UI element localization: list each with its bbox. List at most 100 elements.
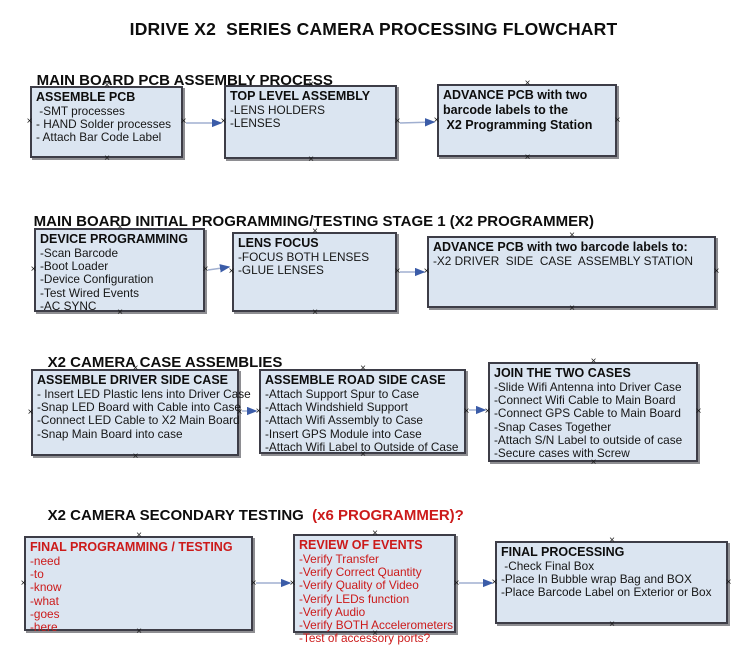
box-title: TOP LEVEL ASSEMBLY: [230, 89, 371, 103]
box-item: -here: [30, 620, 58, 635]
anchor-x-icon: [227, 267, 236, 276]
box-item: -Attach Wifi Assembly to Case: [265, 413, 423, 428]
anchor-x-icon: [25, 117, 34, 126]
anchor-x-icon: [462, 407, 471, 416]
box-item: -Secure cases with Screw: [494, 446, 630, 461]
anchor-x-icon: [523, 79, 532, 88]
box-title: REVIEW OF EVENTS: [299, 538, 423, 552]
box-item: -Verify Transfer: [299, 552, 379, 566]
box-title: FINAL PROGRAMMING / TESTING: [30, 540, 233, 554]
anchor-x-icon: [393, 267, 402, 276]
anchor-x-icon: [490, 578, 499, 587]
anchor-x-icon: [131, 452, 140, 461]
box-item: -Attach Windshield Support: [265, 400, 408, 415]
box-item: -what: [30, 593, 59, 608]
flow-box-advance-pcb-programming-station: ADVANCE PCB with two barcode labels to t…: [437, 84, 617, 157]
anchor-x-icon: [523, 153, 532, 162]
box-item: -Connect Wifi Cable to Main Board: [494, 393, 676, 408]
box-item: -LENSES: [230, 116, 281, 131]
box-item: -SMT processes: [36, 104, 125, 118]
anchor-x-icon: [359, 364, 368, 373]
anchor-x-icon: [694, 407, 703, 416]
heading-text: X2 CAMERA SECONDARY TESTING: [47, 507, 313, 524]
anchor-x-icon: [608, 620, 617, 629]
anchor-x-icon: [179, 117, 188, 126]
box-item: -Verify Audio: [299, 604, 366, 619]
anchor-x-icon: [307, 155, 316, 164]
anchor-x-icon: [103, 154, 112, 163]
box-item: -GLUE LENSES: [238, 263, 324, 278]
box-item: - Insert LED Plastic lens into Driver Ca…: [37, 387, 251, 401]
anchor-x-icon: [608, 536, 617, 545]
flow-arrow: [207, 264, 231, 273]
box-item: -Verify Correct Quantity: [299, 565, 422, 580]
flow-box-join-the-two-cases: JOIN THE TWO CASES -Slide Wifi Antenna i…: [488, 362, 698, 462]
box-item: - Attach Bar Code Label: [36, 130, 162, 145]
box-item: -Attach Wifi Label to Outside of Case: [265, 439, 459, 454]
anchor-x-icon: [29, 265, 38, 274]
box-item: -Attach S/N Label to outside of case: [494, 432, 683, 447]
box-item: -know: [30, 580, 62, 595]
heading-text: X2 CAMERA CASE ASSEMBLIES: [47, 354, 283, 371]
box-item: -Attach Support Spur to Case: [265, 387, 420, 401]
flow-box-assemble-driver-side-case: ASSEMBLE DRIVER SIDE CASE - Insert LED P…: [31, 369, 251, 456]
heading-text: MAIN BOARD INITIAL PROGRAMMING/TESTING S…: [33, 213, 594, 230]
box-item: -Verify Quality of Video: [299, 578, 419, 593]
box-item: -FOCUS BOTH LENSES: [238, 250, 370, 264]
anchor-x-icon: [712, 267, 721, 276]
box-item: -Place In Bubble wrap Bag and BOX: [501, 572, 692, 587]
heading-initial-programming-stage1: MAIN BOARD INITIAL PROGRAMMING/TESTING S…: [17, 196, 594, 247]
box-item: -to: [30, 567, 44, 582]
flow-box-top-level-assembly: TOP LEVEL ASSEMBLY -LENS HOLDERS -LENSES: [224, 85, 397, 159]
heading-camera-case-assemblies: X2 CAMERA CASE ASSEMBLIES: [31, 337, 283, 388]
heading-secondary-testing: X2 CAMERA SECONDARY TESTING (x6 PROGRAMM…: [31, 490, 464, 541]
flow-box-device-programming: DEVICE PROGRAMMING -Scan Barcode -Boot L…: [34, 228, 205, 313]
box-item: -Snap Cases Together: [494, 419, 612, 434]
flow-box-final-processing: FINAL PROCESSING -Check Final Box -Place…: [495, 541, 728, 624]
box-title: DEVICE PROGRAMMING: [40, 232, 188, 246]
box-title: LENS FOCUS: [238, 236, 319, 250]
box-item: -Connect GPS Cable to Main Board: [494, 406, 681, 421]
anchor-x-icon: [201, 265, 210, 274]
box-title: ASSEMBLE DRIVER SIDE CASE: [37, 373, 229, 387]
anchor-x-icon: [568, 304, 577, 313]
anchor-x-icon: [432, 116, 441, 125]
box-item: -Boot Loader: [40, 259, 109, 274]
anchor-x-icon: [288, 579, 297, 588]
anchor-x-icon: [249, 579, 258, 588]
box-item: - HAND Solder processes: [36, 117, 172, 132]
flow-box-review-of-events: REVIEW OF EVENTS -Verify Transfer -Verif…: [293, 534, 456, 645]
box-title: ADVANCE PCB with two barcode labels to t…: [443, 88, 593, 132]
anchor-x-icon: [26, 408, 35, 417]
anchor-x-icon: [422, 267, 431, 276]
box-title: FINAL PROCESSING: [501, 545, 625, 559]
box-item: -Check Final Box: [501, 559, 595, 573]
heading-text: MAIN BOARD PCB ASSEMBLY PROCESS: [36, 72, 333, 89]
box-item: -goes: [30, 606, 60, 621]
box-title: ASSEMBLE ROAD SIDE CASE: [265, 373, 446, 387]
flow-box-assemble-road-side-case: ASSEMBLE ROAD SIDE CASE -Attach Support …: [259, 369, 466, 454]
box-item: -Snap Main Board into case: [37, 426, 183, 441]
anchor-x-icon: [483, 407, 492, 416]
flow-box-lens-focus: LENS FOCUS -FOCUS BOTH LENSES -GLUE LENS…: [232, 232, 397, 312]
box-item: -Verify BOTH Accelerometers: [299, 618, 454, 633]
box-title: ADVANCE PCB with two barcode labels to:: [433, 240, 688, 254]
heading-accent-text: (x6 PROGRAMMER)?: [312, 507, 464, 524]
page-title: IDRIVE X2 SERIES CAMERA PROCESSING FLOWC…: [129, 19, 618, 39]
box-title: ASSEMBLE PCB: [36, 90, 136, 104]
box-item: -AC SYNC: [40, 298, 97, 313]
flow-box-final-programming-testing: FINAL PROGRAMMING / TESTING -need -to -k…: [24, 536, 253, 635]
box-item: -Place Barcode Label on Exterior or Box: [501, 585, 712, 600]
anchor-x-icon: [724, 578, 733, 587]
flow-box-assemble-pcb: ASSEMBLE PCB -SMT processes - HAND Solde…: [30, 86, 183, 158]
box-item: -need: [30, 554, 61, 568]
flow-box-advance-pcb-driver-side: ADVANCE PCB with two barcode labels to: …: [427, 236, 716, 308]
box-item: -Connect LED Cable to X2 Main Board: [37, 413, 240, 428]
box-item: -Slide Wifi Antenna into Driver Case: [494, 380, 682, 394]
anchor-x-icon: [452, 579, 461, 588]
box-item: -Device Configuration: [40, 272, 154, 287]
box-item: -Snap LED Board with Cable into Case: [37, 400, 241, 415]
flow-arrow: [399, 118, 436, 127]
box-item: -X2 DRIVER SIDE CASE ASSEMBLY STATION: [433, 254, 694, 268]
